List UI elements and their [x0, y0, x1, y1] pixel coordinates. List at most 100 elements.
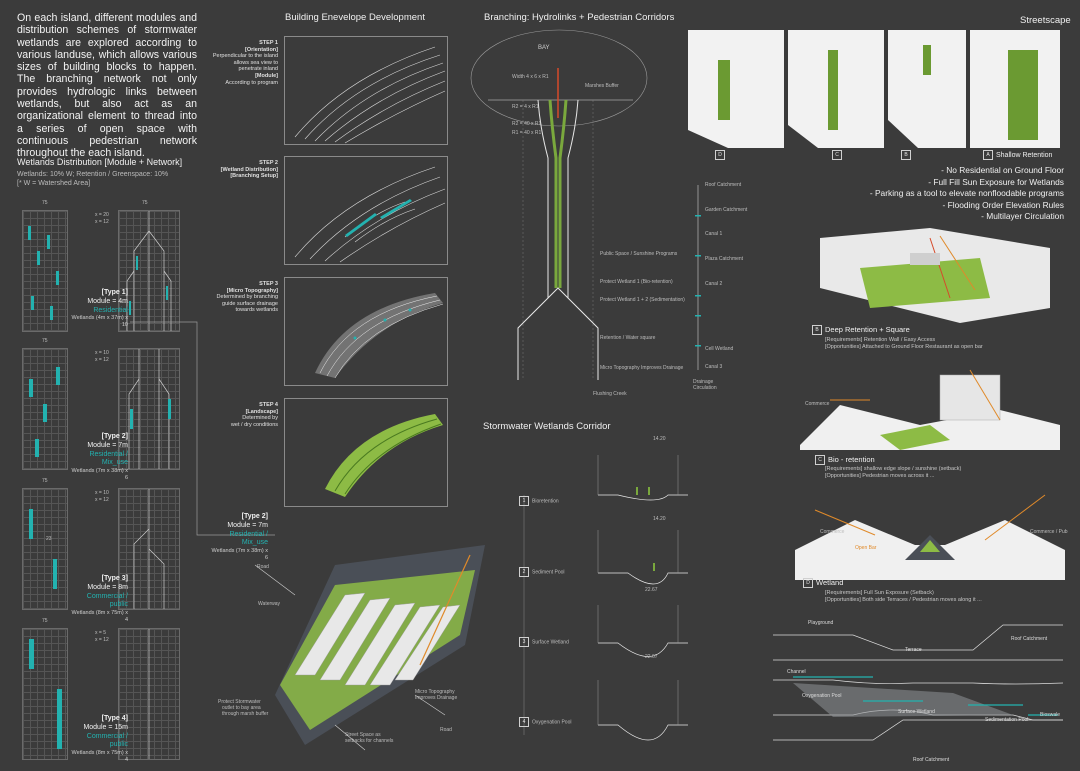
axon-protect: Protect Stormwater	[218, 699, 261, 705]
section-c-render	[800, 369, 1060, 450]
axon-waterway: Waterway	[258, 601, 281, 607]
step-3-desc1: Determined by branching	[216, 294, 278, 301]
drainage-0: Roof Catchment	[705, 182, 742, 188]
step-1-line2: [Module]	[255, 72, 278, 79]
step-3-title: STEP 3	[259, 281, 278, 287]
axon-street-sub: setbacks for channels	[345, 738, 394, 744]
step-4-desc2: wet / dry conditions	[230, 421, 278, 428]
section-d-opp: [Opportunities] Both side Terraces / Ped…	[825, 597, 982, 603]
step-1-desc3: penetrate inland	[238, 66, 278, 73]
model-marker-b: B	[901, 150, 914, 160]
corridor-heading: Stormwater Wetlands Corridor	[483, 421, 611, 432]
bullet-3: - Flooding Order Elevation Rules	[942, 199, 1065, 210]
branching-left-3: R1 = 40 x R1	[512, 130, 542, 136]
plan-bioswale: Bioswale	[1040, 712, 1061, 718]
step-2-panel	[284, 156, 448, 265]
step-2-title: STEP 2	[259, 160, 278, 166]
step-3-panel	[284, 277, 448, 386]
branching-flushing: Flushing Creek	[593, 391, 627, 397]
wetland-plan	[773, 624, 1063, 741]
type-3-label: [Type 3] Module = 8m Commercial / public…	[70, 575, 128, 624]
step-2-label: STEP 2 [Wetland Distribution] [Branching…	[208, 160, 278, 180]
corridor-sections	[523, 455, 688, 741]
section-c-commerce: Commerce	[805, 401, 830, 407]
grid-module-3	[22, 488, 68, 610]
grid-side-label-3a: x = 10	[95, 490, 109, 496]
drainage-3: Plaza Catchment	[705, 256, 744, 262]
bullet-0: - No Residential on Ground Floor	[941, 165, 1064, 175]
step-3-desc2: guide surface drainage	[222, 300, 278, 307]
grid-side-label-4a: x = 5	[95, 630, 106, 636]
type-3-name: [Type 3]	[101, 575, 128, 582]
plan-surface: Surface Wetland	[898, 709, 935, 715]
grid-network-2	[118, 348, 180, 470]
corridor-name-3: Surface Wetland	[532, 639, 569, 646]
branching-left-1: R2 = 4 x R1	[512, 104, 539, 110]
step-1-line1: [Orientation]	[245, 46, 278, 53]
branching-left-0: Width 4 x 6 x R1	[512, 74, 549, 80]
section-b-render	[820, 228, 1050, 323]
type-1-label: [Type 1] Module = 4m Residential Wetland…	[70, 289, 128, 329]
corridor-dim-1: 14.20	[653, 516, 666, 522]
corridor-name-2: Sediment Pool	[532, 569, 565, 576]
section-b-opp: [Opportunities] Attached to Ground Floor…	[825, 344, 983, 350]
grid-top-label-2: 75	[42, 338, 48, 344]
corridor-name-1: Bioretention	[532, 498, 559, 505]
model-marker-d: D	[715, 150, 728, 160]
type-1-dim: Wetlands (4m x 37m) x 10	[71, 315, 128, 329]
corridor-dim-2: 22.67	[645, 587, 658, 593]
type-3-dim: Wetlands (8m x 75m) x 4	[71, 610, 128, 623]
streetscape-heading: Streetscape	[1020, 15, 1071, 26]
corridor-name-4: Oxygenation Pool	[532, 719, 572, 726]
bullet-1: - Full Fill Sun Exposure for Wetlands	[928, 176, 1064, 187]
bullet-2: - Parking as a tool to elevate nonflooda…	[869, 188, 1064, 199]
branching-bay: BAY	[538, 45, 550, 51]
type-4-use: Commercial / public	[86, 732, 128, 749]
section-d-commerce-pub: Commerce / Pub	[1030, 529, 1068, 535]
streetscape-models	[688, 30, 1060, 148]
connector-line	[130, 321, 275, 536]
shallow-retention-label: Shallow Retention	[996, 151, 1053, 159]
extra-type-dim: Wetlands (7m x 38m) x 6	[211, 548, 268, 561]
corridor-dim-3: 22.67	[645, 654, 658, 660]
section-b-title-text: Deep Retention + Square	[825, 325, 910, 334]
section-b-req: [Requirements] Retention Wall / Easy Acc…	[825, 337, 936, 343]
model-marker-c: C	[832, 150, 845, 160]
plan-roof-1: Roof Catchment	[1011, 636, 1048, 642]
step-3-label: STEP 3 [Micro Topography] Determined by …	[208, 281, 278, 314]
type-2-name: [Type 2]	[101, 433, 128, 440]
type-1-name: [Type 1]	[101, 289, 128, 296]
type-4-name: [Type 4]	[101, 715, 128, 722]
section-d-open-bar: Open Bar	[855, 545, 877, 551]
bullet-4: - Multilayer Circulation	[981, 211, 1064, 222]
type-1-use: Residential	[93, 306, 128, 314]
drainage-5: Cell Wetland	[705, 346, 734, 352]
axon-protect-sub1: outlet to bay area	[222, 705, 261, 711]
grid-side-label-4b: x = 12	[95, 637, 109, 643]
grid-network-3	[118, 488, 180, 610]
step-3-line1: [Micro Topography]	[226, 287, 278, 294]
drainage-1: Garden Catchment	[705, 207, 748, 213]
branching-right-5: Micro Topography Improves Drainage	[600, 365, 684, 371]
grid-network-4	[118, 628, 180, 760]
type-4-dim: Wetlands (8m x 75m) x 4	[71, 750, 128, 763]
island-axonometric	[254, 545, 485, 751]
extra-type-module: Module = 7m	[227, 521, 268, 529]
step-4-desc1: Determined by	[242, 415, 278, 422]
section-d-render	[795, 494, 1065, 580]
corridor-num-3: 3	[519, 637, 529, 647]
plan-oxygen: Oxygenation Pool	[802, 693, 842, 699]
axon-road-2: Road	[440, 727, 452, 733]
grid-side-label-1a: x = 20	[95, 212, 109, 218]
grid-side-label-2a: x = 10	[95, 350, 109, 356]
axon-micro-sub: Improves Drainage	[415, 695, 458, 701]
type-4-module: Module = 15m	[83, 723, 128, 731]
intro-paragraph: On each island, different modules and di…	[17, 12, 197, 160]
wetlands-line2: [* W = Watershed Area]	[17, 180, 91, 187]
drainage-diagram	[695, 185, 701, 370]
streetscape-bullets: - No Residential on Ground Floor - Full …	[850, 165, 1064, 223]
branching-left-2: R2 = 40 x R1	[512, 121, 542, 127]
drainage-label: Drainage	[693, 379, 714, 385]
branching-diagram	[470, 29, 648, 380]
